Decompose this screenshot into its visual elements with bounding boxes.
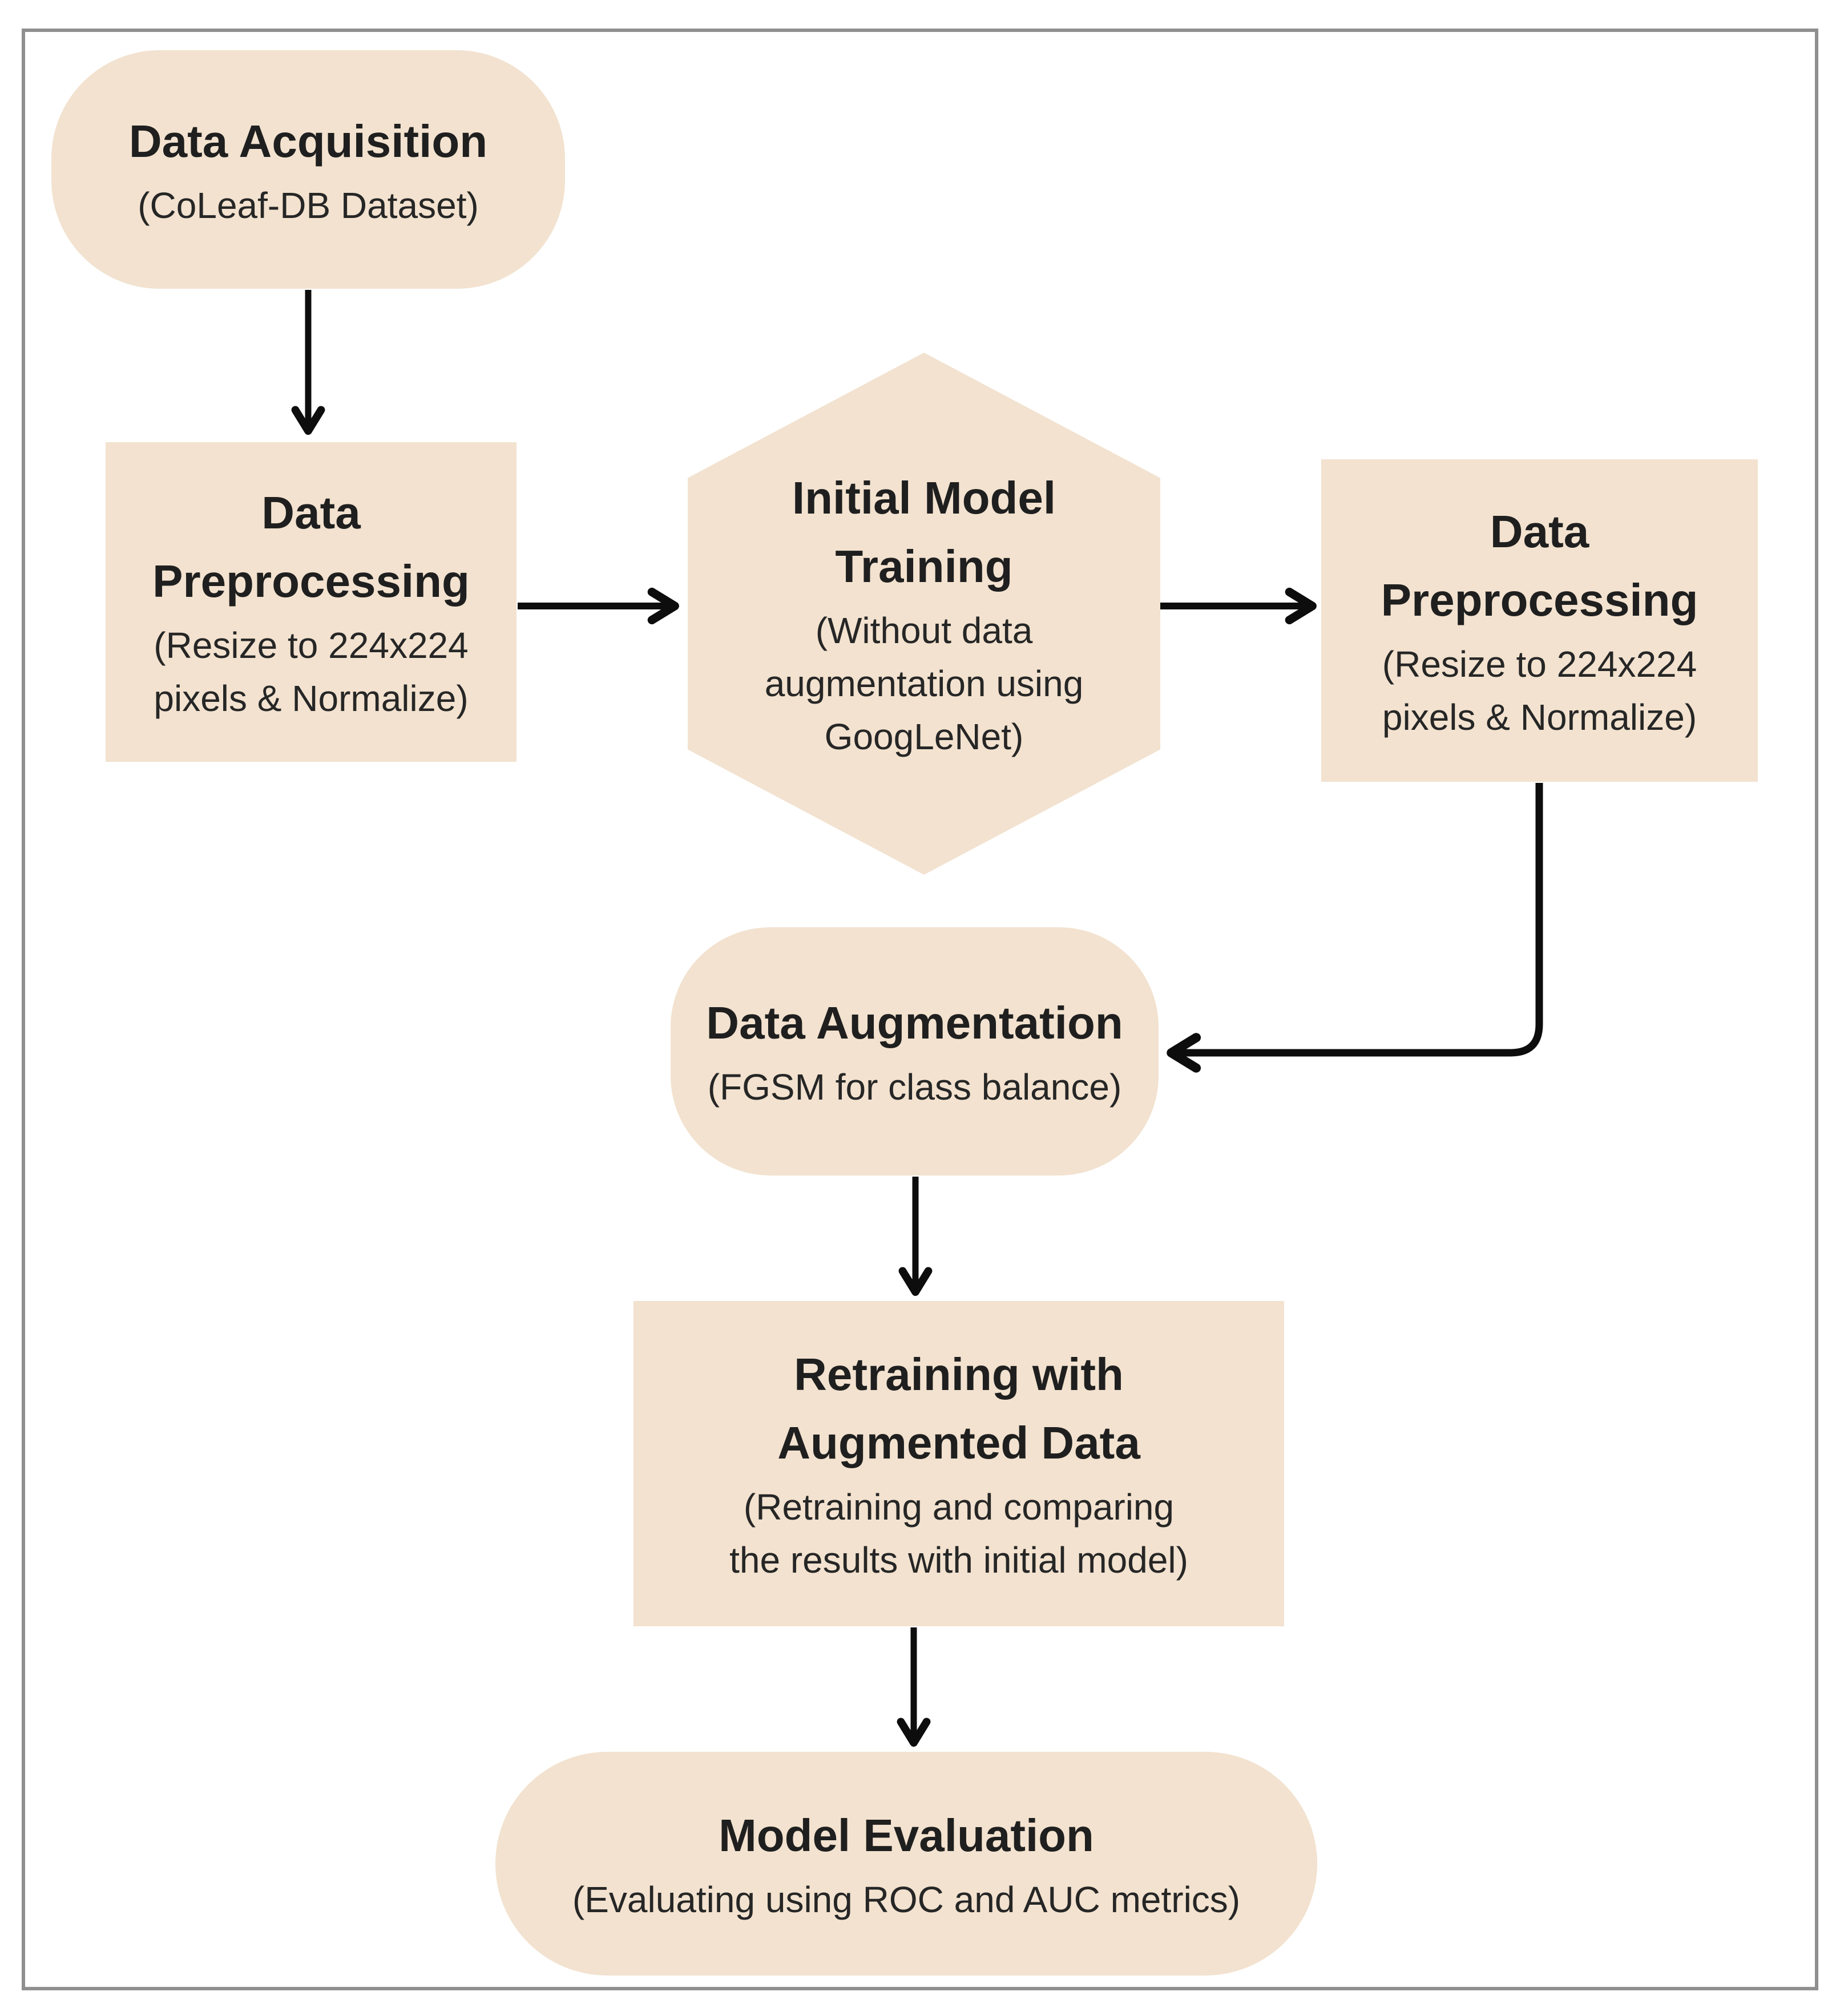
node-initial-model-training: Initial Model Training (Without data aug… xyxy=(688,353,1160,875)
node-subtitle: (Resize to 224x224 pixels & Normalize) xyxy=(154,625,469,719)
node-subtitle: (CoLeaf-DB Dataset) xyxy=(138,184,479,226)
node-title: Retraining with Augmented Data xyxy=(777,1349,1140,1469)
node-subtitle: (Evaluating using ROC and AUC metrics) xyxy=(572,1878,1241,1920)
node-subtitle: (Resize to 224x224 pixels & Normalize) xyxy=(1382,643,1697,738)
node-data-acquisition: Data Acquisition (CoLeaf-DB Dataset) xyxy=(51,50,565,289)
node-model-evaluation: Model Evaluation (Evaluating using ROC a… xyxy=(495,1752,1317,1975)
node-retraining-augmented: Retraining with Augmented Data (Retraini… xyxy=(633,1301,1284,1626)
diagram-border-frame xyxy=(22,29,1818,1990)
node-data-augmentation: Data Augmentation (FGSM for class balanc… xyxy=(671,927,1159,1175)
node-data-preprocessing-right: Data Preprocessing (Resize to 224x224 pi… xyxy=(1321,459,1758,782)
node-title: Model Evaluation xyxy=(719,1809,1094,1861)
node-subtitle: (Without data augmentation using GoogLeN… xyxy=(764,610,1084,757)
node-subtitle: (Retraining and comparing the results wi… xyxy=(729,1486,1188,1581)
node-subtitle: (FGSM for class balance) xyxy=(707,1066,1122,1108)
node-title: Data Preprocessing xyxy=(1381,506,1698,625)
node-title: Data Acquisition xyxy=(128,115,488,167)
node-data-preprocessing-left: Data Preprocessing (Resize to 224x224 pi… xyxy=(106,442,517,762)
node-title: Initial Model Training xyxy=(792,472,1056,592)
node-title: Data Augmentation xyxy=(706,997,1123,1049)
node-title: Data Preprocessing xyxy=(152,487,470,607)
